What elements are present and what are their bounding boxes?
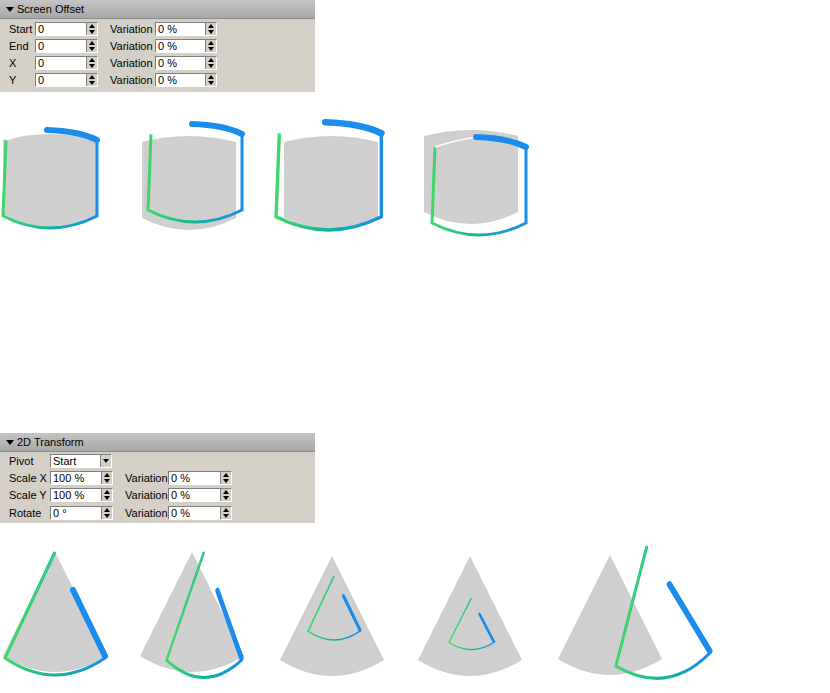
- field-label: Scale X: [9, 472, 47, 485]
- number-field: 0 °: [50, 506, 113, 520]
- number-field: 0 %: [155, 39, 217, 53]
- down-arrow: [89, 47, 95, 51]
- field-label: Variation: [125, 489, 168, 502]
- collapse-arrow: [6, 440, 14, 445]
- down-arrow: [104, 514, 110, 518]
- up-arrow: [223, 473, 229, 477]
- field-label: Start: [9, 23, 32, 36]
- up-arrow: [208, 75, 214, 79]
- up-arrow: [208, 41, 214, 45]
- field-label: Variation: [110, 40, 153, 53]
- spinner-buttons: [86, 74, 97, 86]
- field-label: Variation: [125, 507, 168, 520]
- field-value: 0: [38, 57, 44, 69]
- spinner-buttons: [205, 74, 216, 86]
- spinner-buttons: [101, 472, 112, 484]
- field-value: 0 °: [53, 507, 67, 519]
- number-field: 0 %: [168, 471, 232, 485]
- spinner-buttons: [205, 40, 216, 52]
- up-arrow: [89, 58, 95, 62]
- field-label: Variation: [110, 57, 153, 70]
- up-arrow: [89, 24, 95, 28]
- up-arrow: [208, 58, 214, 62]
- field-value: 100 %: [53, 472, 84, 484]
- number-field: 0: [35, 22, 98, 36]
- field-label: Variation: [125, 472, 168, 485]
- down-arrow: [208, 47, 214, 51]
- down-arrow: [89, 81, 95, 85]
- field-label: Y: [9, 74, 16, 87]
- settings-panel: Screen Offset 0 0 % 0 0 % 0 0 % 0 0 %: [0, 0, 315, 92]
- down-arrow: [104, 496, 110, 500]
- down-arrow: [208, 81, 214, 85]
- up-arrow: [223, 508, 229, 512]
- spinner-buttons: [205, 23, 216, 35]
- up-arrow: [223, 490, 229, 494]
- down-arrow: [223, 496, 229, 500]
- dropdown-button: [100, 455, 111, 467]
- field-value: 0: [38, 23, 44, 35]
- field-label: Scale Y: [9, 489, 47, 502]
- spinner-buttons: [205, 57, 216, 69]
- spinner-buttons: [86, 57, 97, 69]
- number-field: 100 %: [50, 488, 113, 502]
- field-label: Variation: [110, 23, 153, 36]
- down-arrow: [89, 64, 95, 68]
- field-label: End: [9, 40, 29, 53]
- dropdown-field: Start: [50, 454, 112, 468]
- spinner-buttons: [220, 489, 231, 501]
- down-arrow: [223, 479, 229, 483]
- up-arrow: [104, 473, 110, 477]
- field-value: 0: [38, 40, 44, 52]
- spinner-buttons: [101, 507, 112, 519]
- up-arrow: [104, 508, 110, 512]
- panel-title: 2D Transform: [17, 435, 84, 449]
- spinner-buttons: [220, 507, 231, 519]
- number-field: 0 %: [155, 22, 217, 36]
- field-label: Rotate: [9, 507, 41, 520]
- field-value: 0 %: [158, 57, 177, 69]
- field-value: 0 %: [158, 74, 177, 86]
- field-value: 0 %: [171, 472, 190, 484]
- down-arrow: [208, 64, 214, 68]
- field-value: 0 %: [158, 23, 177, 35]
- field-value: 0 %: [158, 40, 177, 52]
- field-value: 100 %: [53, 489, 84, 501]
- spinner-buttons: [101, 489, 112, 501]
- spinner-buttons: [86, 40, 97, 52]
- number-field: 100 %: [50, 471, 113, 485]
- collapse-arrow: [6, 7, 14, 12]
- down-arrow: [89, 30, 95, 34]
- field-label: Pivot: [9, 455, 33, 468]
- number-field: 0 %: [155, 73, 217, 87]
- down-arrow: [104, 479, 110, 483]
- number-field: 0 %: [168, 506, 232, 520]
- field-value: Start: [53, 455, 76, 467]
- number-field: 0: [35, 73, 98, 87]
- field-value: 0 %: [171, 489, 190, 501]
- down-arrow: [223, 514, 229, 518]
- number-field: 0: [35, 56, 98, 70]
- spinner-buttons: [86, 23, 97, 35]
- number-field: 0 %: [168, 488, 232, 502]
- spinner-buttons: [220, 472, 231, 484]
- field-label: X: [9, 57, 16, 70]
- number-field: 0: [35, 39, 98, 53]
- up-arrow: [208, 24, 214, 28]
- field-value: 0 %: [171, 507, 190, 519]
- up-arrow: [89, 75, 95, 79]
- down-arrow: [208, 30, 214, 34]
- panel-title: Screen Offset: [17, 2, 84, 16]
- number-field: 0 %: [155, 56, 217, 70]
- field-label: Variation: [110, 74, 153, 87]
- field-value: 0: [38, 74, 44, 86]
- up-arrow: [104, 490, 110, 494]
- up-arrow: [89, 41, 95, 45]
- down-arrow: [103, 459, 109, 463]
